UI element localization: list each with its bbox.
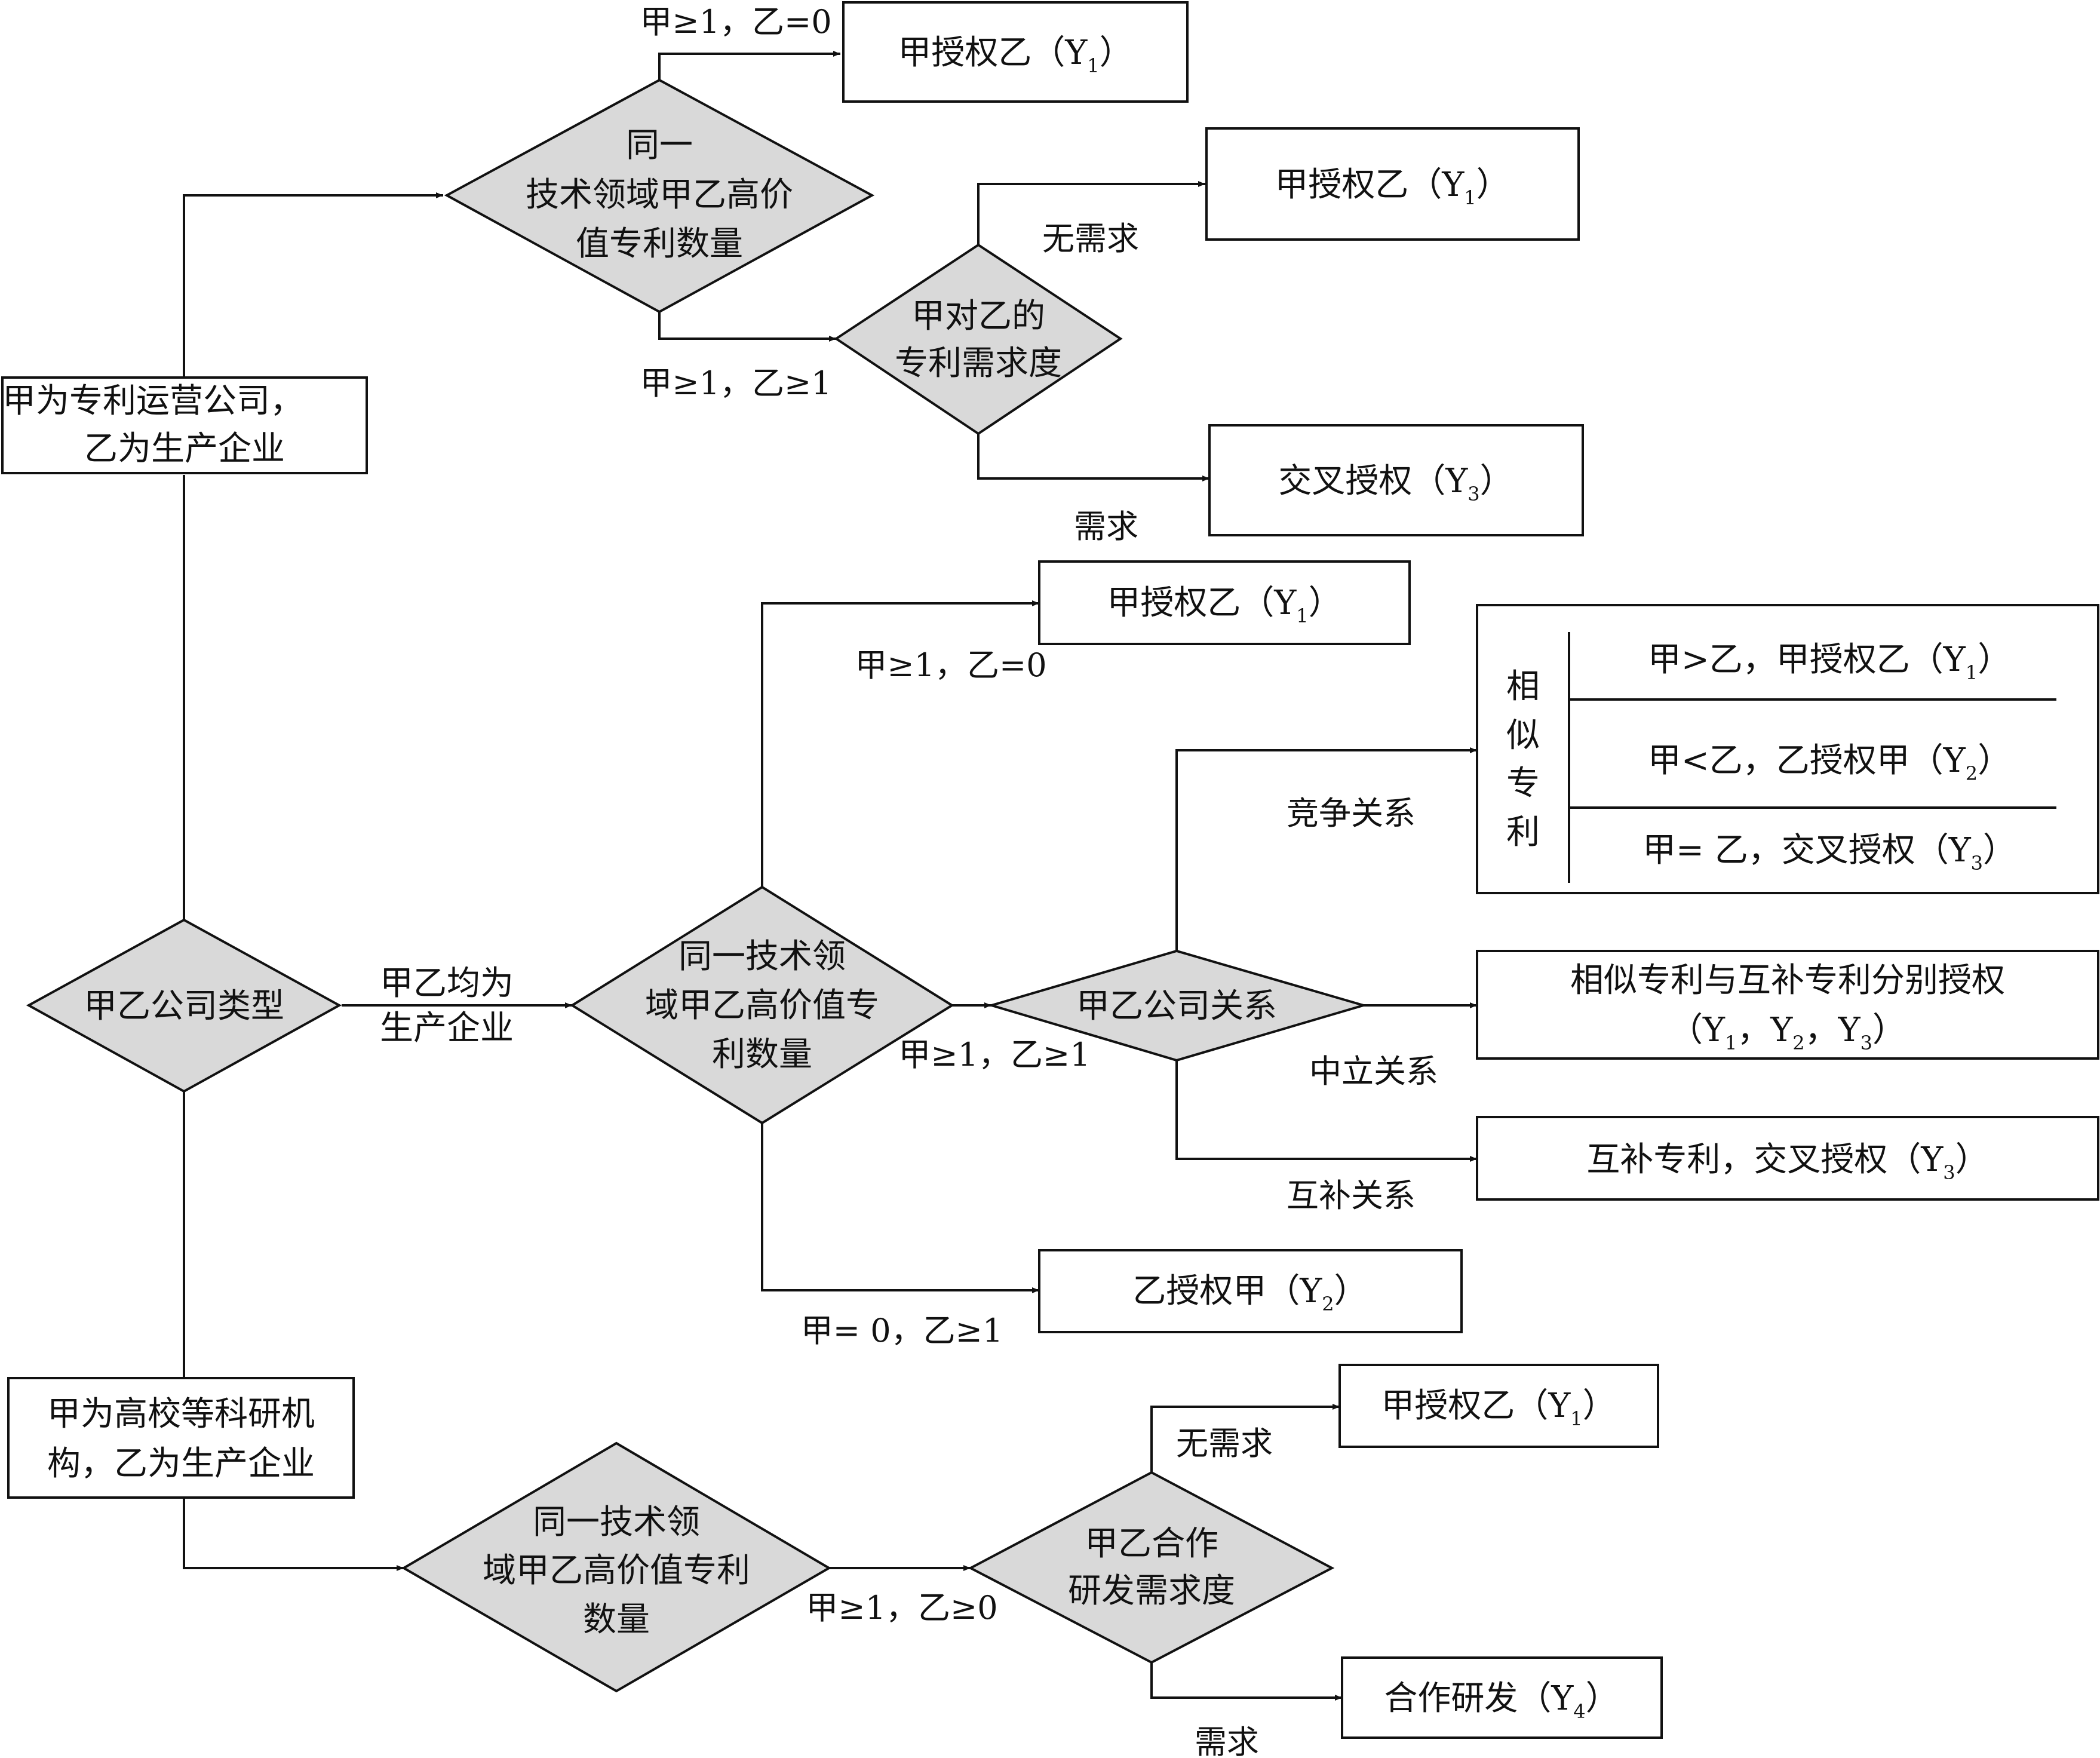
coop-line-1: 甲乙合作 bbox=[1085, 1524, 1218, 1563]
edge-relation-competition bbox=[1175, 747, 1477, 951]
mid-y1-label: 甲授权乙（Y1） bbox=[1107, 584, 1341, 627]
op-company-line-2: 乙为生产企业 bbox=[84, 429, 285, 468]
node-labels: 甲乙公司类型 甲为专利运营公司， 乙为生产企业 甲为高校等科研机 构，乙为生产企… bbox=[2, 126, 1277, 1639]
diamond-demand bbox=[834, 243, 1123, 435]
diamond-root-type bbox=[26, 918, 342, 1093]
box-similar-patents bbox=[1476, 604, 2099, 894]
diamond-bot-count bbox=[401, 1441, 831, 1693]
top-cross-y3-label: 交叉授权（Y3） bbox=[1278, 462, 1513, 505]
mid-count-line-1: 同一技术领 bbox=[678, 937, 846, 976]
edge-label-no-demand-1: 无需求 bbox=[1042, 220, 1139, 257]
box-neutral bbox=[1476, 950, 2099, 1060]
similar-label-char-1: 相 bbox=[1506, 667, 1540, 706]
top-count-line-2: 技术领域甲乙高价 bbox=[526, 176, 793, 214]
top-nodemand-y1-label: 甲授权乙（Y1） bbox=[1275, 165, 1509, 209]
top-y1-label: 甲授权乙（Y1） bbox=[898, 33, 1132, 77]
edge-label-no-demand-2: 无需求 bbox=[1176, 1425, 1273, 1462]
neutral-line-1: 相似专利与互补专利分别授权 bbox=[1570, 961, 2005, 1000]
box-complement bbox=[1476, 1116, 2099, 1201]
box-mid-y1 bbox=[1038, 560, 1411, 645]
bot-count-line-1: 同一技术领 bbox=[533, 1503, 700, 1542]
edge-relation-complement bbox=[1175, 1060, 1477, 1162]
box-top-nodemand-y1 bbox=[1205, 127, 1580, 241]
both-producers-line-2: 生产企业 bbox=[380, 1009, 514, 1048]
edge-labels: 甲≥1，乙=0 甲≥1，乙≥1 无需求 需求 甲≥1，乙=0 甲≥1，乙≥1 甲… bbox=[640, 3, 1438, 1758]
complement-label: 互补专利，交叉授权（Y3） bbox=[1586, 1140, 1988, 1184]
decision-nodes bbox=[26, 78, 1368, 1693]
both-producers-line-1: 甲乙均为 bbox=[380, 964, 514, 1003]
box-bot-y1 bbox=[1338, 1364, 1659, 1448]
bot-count-line-2: 域甲乙高价值专利 bbox=[483, 1551, 750, 1590]
similar-label-char-3: 专 bbox=[1506, 764, 1540, 803]
edge-opcompany-to-top-count bbox=[183, 192, 443, 378]
edge-mid-count-to-y2 bbox=[761, 1123, 1039, 1293]
similar-row-1: 甲>乙，甲授权乙（Y1） bbox=[1648, 640, 2011, 684]
top-count-line-3: 值专利数量 bbox=[576, 225, 743, 263]
edge-label-neutral: 中立关系 bbox=[1309, 1053, 1438, 1090]
edge-top-count-to-demand bbox=[658, 312, 836, 342]
neutral-line-2: （Y1，Y2，Y3） bbox=[1669, 1011, 1906, 1054]
box-bot-y4 bbox=[1341, 1656, 1663, 1739]
demand-line-1: 甲对乙的 bbox=[911, 297, 1045, 336]
edge-label-demand-1: 需求 bbox=[1074, 508, 1138, 545]
box-top-y1 bbox=[842, 1, 1189, 103]
bot-count-line-3: 数量 bbox=[583, 1600, 650, 1639]
bot-y4-label: 合作研发（Y4） bbox=[1384, 1679, 1619, 1723]
edge-research-to-bot-count bbox=[183, 1498, 404, 1571]
diamond-mid-count bbox=[570, 885, 954, 1125]
edge-label-mid-a1-b0: 甲≥1，乙=0 bbox=[855, 646, 1046, 684]
edge-top-count-to-y1 bbox=[658, 51, 840, 80]
edge-label-top-a1-b0: 甲≥1，乙=0 bbox=[640, 3, 831, 41]
op-company-line-1: 甲为专利运营公司， bbox=[2, 382, 303, 421]
edge-demand-no bbox=[977, 181, 1205, 245]
top-count-line-1: 同一 bbox=[626, 126, 693, 165]
similar-patents-labels: 相 似 专 利 甲>乙，甲授权乙（Y1） 甲<乙，乙授权甲（Y2） 甲= 乙，交… bbox=[1506, 640, 2016, 875]
connectors bbox=[183, 51, 1477, 1701]
box-top-cross-y3 bbox=[1208, 424, 1584, 536]
mid-count-line-3: 利数量 bbox=[712, 1035, 812, 1074]
similar-row-2: 甲<乙，乙授权甲（Y2） bbox=[1648, 741, 2011, 785]
similar-label-char-4: 利 bbox=[1506, 813, 1540, 852]
box-op-company bbox=[1, 376, 368, 474]
mid-y2-label: 乙授权甲（Y2） bbox=[1132, 1272, 1367, 1315]
bot-y1-label: 甲授权乙（Y1） bbox=[1381, 1386, 1616, 1430]
edge-label-bot-a1-b0: 甲≥1，乙≥0 bbox=[806, 1589, 997, 1627]
coop-line-2: 研发需求度 bbox=[1068, 1572, 1235, 1610]
edge-label-complementary: 互补关系 bbox=[1287, 1177, 1416, 1214]
root-type-label: 甲乙公司类型 bbox=[84, 987, 284, 1026]
diamond-relation bbox=[987, 949, 1368, 1062]
demand-line-2: 专利需求度 bbox=[895, 344, 1062, 383]
edge-label-mid-a0-b1: 甲= 0，乙≥1 bbox=[801, 1312, 1003, 1349]
similar-label-char-2: 似 bbox=[1506, 716, 1540, 755]
edge-coop-yes bbox=[1150, 1662, 1342, 1701]
edge-label-demand-2: 需求 bbox=[1195, 1723, 1259, 1758]
diamond-coop bbox=[968, 1471, 1335, 1664]
diamond-top-count bbox=[444, 78, 875, 314]
research-inst-line-1: 甲为高校等科研机 bbox=[47, 1395, 315, 1434]
edge-coop-no bbox=[1150, 1404, 1340, 1472]
box-mid-y2 bbox=[1038, 1249, 1463, 1333]
relation-label: 甲乙公司关系 bbox=[1076, 987, 1277, 1026]
edge-label-mid-a1-b1: 甲≥1，乙≥1 bbox=[898, 1036, 1090, 1073]
research-inst-line-2: 构，乙为生产企业 bbox=[47, 1444, 315, 1483]
edge-demand-yes bbox=[977, 434, 1209, 481]
similar-row-3: 甲= 乙，交叉授权（Y3） bbox=[1642, 831, 2016, 875]
mid-count-line-2: 域甲乙高价值专 bbox=[645, 986, 879, 1025]
outcome-labels: 甲授权乙（Y1） 甲授权乙（Y1） 交叉授权（Y3） 甲授权乙（Y1） 乙授权甲… bbox=[898, 33, 2005, 1723]
edge-mid-count-to-y1 bbox=[761, 600, 1039, 887]
box-research-inst bbox=[7, 1377, 355, 1499]
edge-label-top-a1-b1: 甲≥1，乙≥1 bbox=[640, 364, 831, 402]
edge-label-competition: 竞争关系 bbox=[1287, 794, 1416, 832]
